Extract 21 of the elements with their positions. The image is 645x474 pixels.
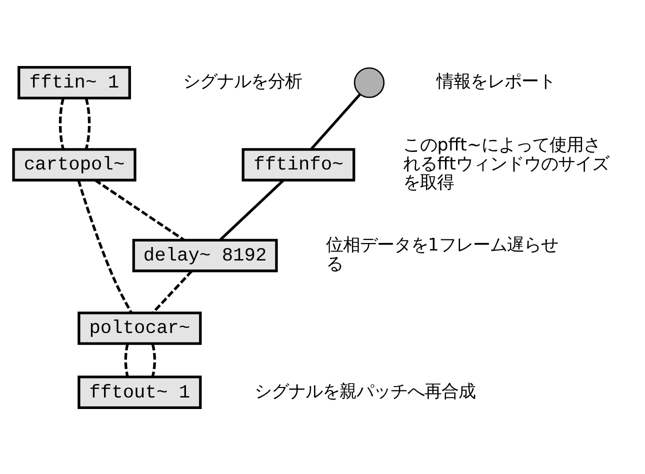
connector [310, 93, 361, 150]
connector [58, 97, 65, 150]
node-label: このpfft~によって使用されるfftウィンドウのサイズを取得 [403, 135, 609, 192]
node-box: fftout~ 1 [78, 375, 202, 408]
node-box: fftin~ 1 [18, 66, 131, 99]
node-box: delay~ 8192 [132, 238, 278, 272]
connector [94, 178, 185, 241]
node-box: fftinfo~ [242, 148, 356, 181]
connector [77, 179, 132, 313]
node-label: シグナルを親パッチへ再合成 [254, 381, 476, 402]
node-label: 情報をレポート [436, 72, 556, 92]
node-label: 位相データを1フレーム遅らせる [326, 235, 558, 274]
connector [219, 178, 284, 240]
node-box: cartopol~ [12, 148, 136, 181]
connector [151, 343, 156, 377]
connector [152, 270, 193, 314]
connector [84, 97, 91, 150]
node-box: poltocar~ [78, 311, 202, 344]
node-circle [354, 66, 385, 98]
node-label: シグナルを分析 [182, 72, 302, 92]
connector [124, 343, 129, 377]
